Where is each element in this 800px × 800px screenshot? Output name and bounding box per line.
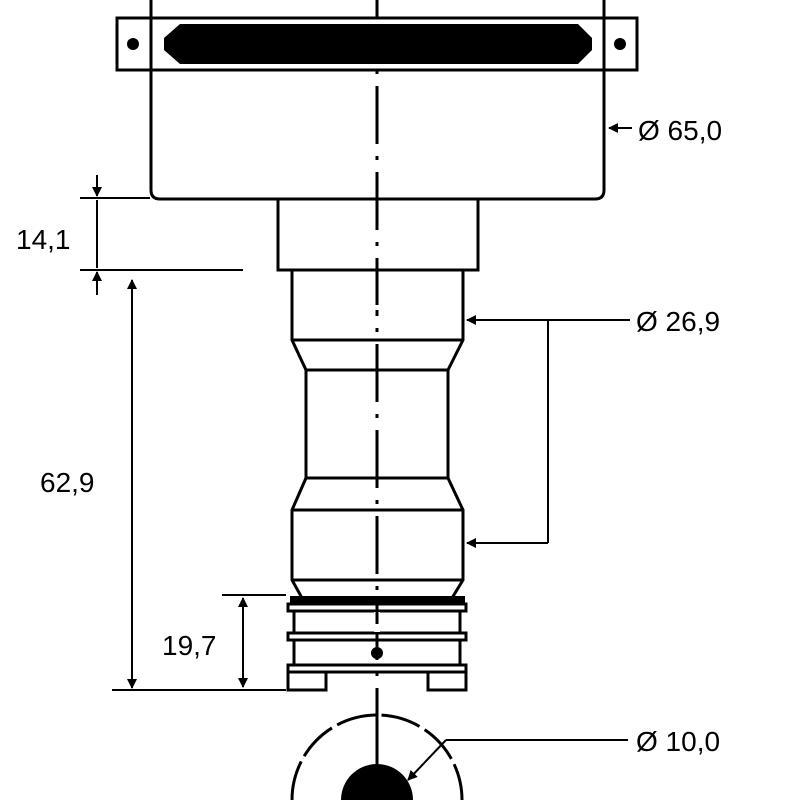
tip-core — [341, 764, 413, 800]
connector-slot — [164, 24, 592, 64]
dim-housing-diameter: Ø 65,0 — [638, 115, 722, 146]
foot-left — [286, 670, 328, 692]
dim-base-height: 19,7 — [162, 630, 217, 661]
foot-right — [426, 670, 468, 692]
base-pin — [371, 647, 383, 659]
dim-tip-diameter: Ø 10,0 — [636, 726, 720, 757]
dim-tube-diameter: Ø 26,9 — [636, 306, 720, 337]
seal-band — [290, 596, 465, 604]
mounting-hole-left — [127, 38, 139, 50]
dim-neck-height: 14,1 — [16, 224, 71, 255]
tip-outline — [290, 713, 464, 800]
mounting-hole-right — [614, 38, 626, 50]
dim-tube-length: 62,9 — [40, 467, 95, 498]
